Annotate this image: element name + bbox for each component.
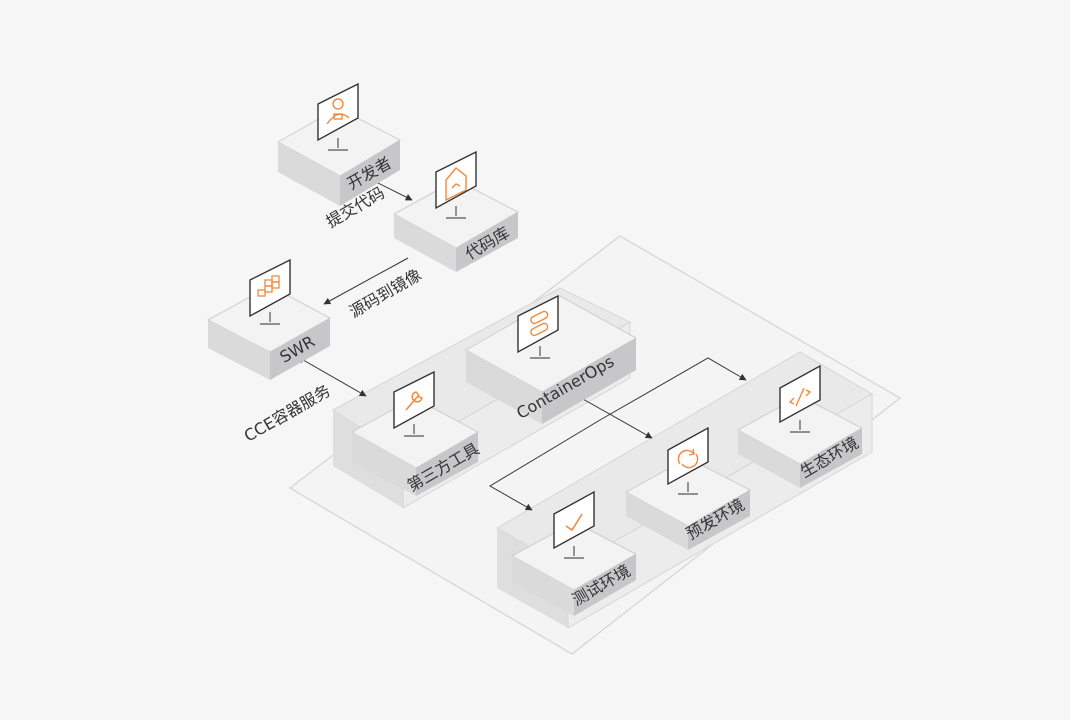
code-icon: [788, 387, 812, 407]
wrench-icon: [405, 391, 423, 411]
arrow-branch-test: [489, 419, 601, 511]
monitor: [517, 294, 559, 359]
arrow-containerops-pre: [573, 393, 653, 439]
monitor: [317, 82, 359, 151]
edge-label-source-to-image: 源码到镜像: [346, 265, 425, 321]
arrow-swr-cce: [297, 356, 367, 397]
monitor: [667, 426, 709, 495]
monitor: [553, 490, 595, 559]
node-pre-env[interactable]: 预发环境: [624, 426, 752, 550]
node-swr[interactable]: SWR: [206, 258, 332, 380]
edge-label-cce: CCE容器服务: [241, 381, 334, 446]
monitor: [779, 364, 821, 433]
container-icon: [530, 310, 549, 337]
refresh-icon: [677, 448, 699, 469]
user-icon: [326, 98, 350, 125]
node-repo[interactable]: 代码库: [392, 150, 520, 272]
node-developer[interactable]: 开发者: [276, 82, 402, 206]
node-test-env[interactable]: 测试环境: [510, 490, 638, 616]
repository-icon: [445, 167, 467, 202]
node-third-party[interactable]: 第三方工具: [350, 370, 483, 496]
monitor: [249, 258, 291, 325]
arrow-developer-to-repo: [371, 179, 413, 201]
connectors: [297, 179, 747, 511]
arrow-repo-to-swr: [323, 257, 409, 305]
check-icon: [565, 513, 583, 532]
arrow-branch-eco: [599, 357, 747, 421]
stack-icon: [257, 275, 280, 297]
